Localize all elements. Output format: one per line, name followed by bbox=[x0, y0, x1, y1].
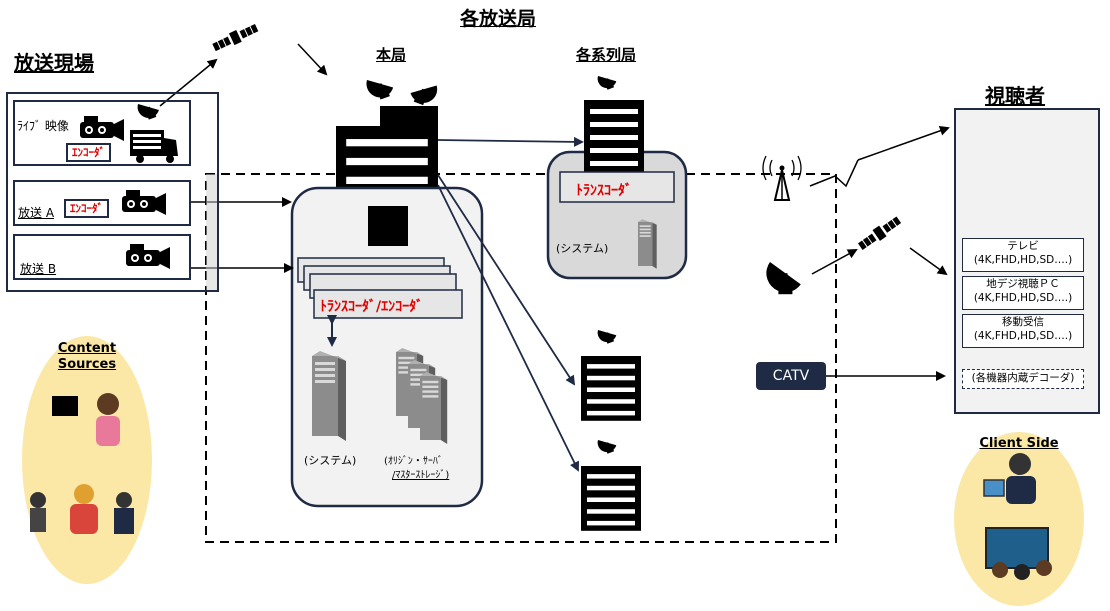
dish-icon bbox=[363, 70, 398, 105]
affiliate-system-label: (システム) bbox=[556, 242, 609, 255]
encoder-badge: ｴﾝｺｰﾀﾞ bbox=[64, 199, 109, 218]
viewer-item-formats: (4K,FHD,HD,SD….) bbox=[973, 330, 1073, 342]
client-side-label: Client Side bbox=[979, 436, 1059, 451]
reporter-illustration bbox=[30, 393, 134, 534]
local-building-icon bbox=[581, 466, 641, 531]
content-sources-label: Content Sources bbox=[57, 341, 117, 372]
dish-icon bbox=[595, 433, 620, 457]
viewer-item-title: 地デジ視聴ＰＣ bbox=[986, 278, 1060, 290]
ob-van-icon bbox=[130, 130, 178, 163]
local-building-icon bbox=[581, 356, 641, 421]
page-title: 各放送局 bbox=[460, 8, 537, 30]
dish-icon bbox=[766, 262, 800, 294]
viewer-item-formats: (4K,FHD,HD,SD….) bbox=[973, 254, 1073, 266]
master-storage-label: /ﾏｽﾀｰｽﾄﾚｰｼﾞ) bbox=[392, 470, 450, 481]
field-heading: 放送現場 bbox=[14, 51, 94, 75]
live-label: ﾗｲﾌﾞ 映像 bbox=[17, 119, 69, 133]
viewer-item-title: テレビ bbox=[1007, 240, 1039, 252]
hq-heading: 本局 bbox=[376, 46, 407, 64]
broadcast-b-row bbox=[13, 234, 191, 280]
affiliate-transcoder-label: ﾄﾗﾝｽｺｰﾀﾞ bbox=[576, 183, 632, 199]
hq-system-label: (システム) bbox=[304, 454, 357, 467]
viewer-item-pc: 地デジ視聴ＰＣ (4K,FHD,HD,SD….) bbox=[962, 276, 1084, 310]
viewer-heading: 視聴者 bbox=[985, 84, 1045, 108]
server-icon bbox=[312, 351, 346, 441]
viewer-item-tv: テレビ (4K,FHD,HD,SD….) bbox=[962, 238, 1084, 272]
broadcast-b-label: 放送 B bbox=[20, 262, 57, 276]
decoder-note: (各機器内蔵デコーダ) bbox=[962, 369, 1084, 389]
satellite-icon bbox=[855, 213, 904, 253]
broadcast-a-label: 放送 A bbox=[18, 206, 55, 220]
hq-transcoder-label: ﾄﾗﾝｽｺｰﾀﾞ/ｴﾝｺｰﾀﾞ bbox=[320, 299, 424, 315]
viewer-item-formats: (4K,FHD,HD,SD….) bbox=[973, 292, 1073, 304]
client-illustration bbox=[983, 453, 1052, 580]
viewer-item-mobile: 移動受信 (4K,FHD,HD,SD….) bbox=[962, 314, 1084, 348]
broadcaster-region bbox=[205, 173, 837, 543]
affiliate-building-icon bbox=[584, 100, 644, 172]
satellite-icon bbox=[210, 21, 261, 55]
server-icon bbox=[420, 372, 448, 444]
catv-badge: CATV bbox=[756, 362, 826, 390]
dish-icon bbox=[595, 323, 620, 347]
broadcast-a-row bbox=[13, 180, 191, 226]
viewer-item-title: 移動受信 bbox=[1002, 316, 1044, 328]
broadcast-tower-icon bbox=[762, 155, 802, 201]
server-icon bbox=[638, 219, 657, 269]
uplink-arrow bbox=[159, 58, 218, 107]
dish-icon bbox=[406, 76, 441, 110]
field-panel bbox=[6, 92, 219, 292]
affiliate-heading: 各系列局 bbox=[576, 46, 637, 64]
dish-icon bbox=[595, 69, 620, 93]
downlink-arrow bbox=[297, 43, 328, 76]
origin-server-label: (ｵﾘｼﾞﾝ・ｻｰﾊﾞ bbox=[384, 456, 443, 467]
live-row bbox=[13, 100, 191, 166]
encoder-badge: ｴﾝｺｰﾀﾞ bbox=[66, 143, 111, 162]
